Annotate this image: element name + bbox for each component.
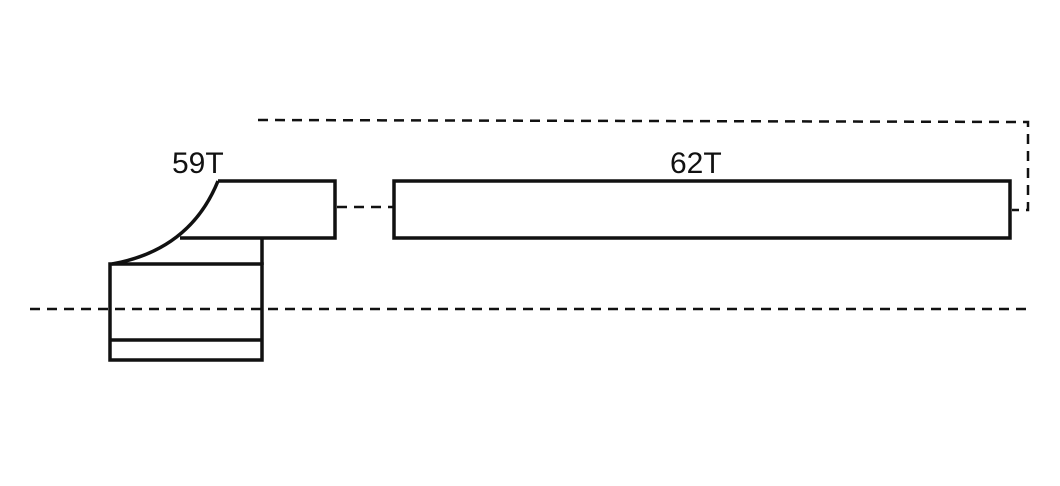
gear-59t-curve [111,180,220,266]
top-outline-dashed [257,118,1030,212]
gear-62t-body [392,179,1012,240]
label-59t: 59T [172,147,224,180]
lower-gear-body [108,262,264,362]
label-62t: 62T [670,147,722,180]
gear-59t-outline [180,179,337,240]
